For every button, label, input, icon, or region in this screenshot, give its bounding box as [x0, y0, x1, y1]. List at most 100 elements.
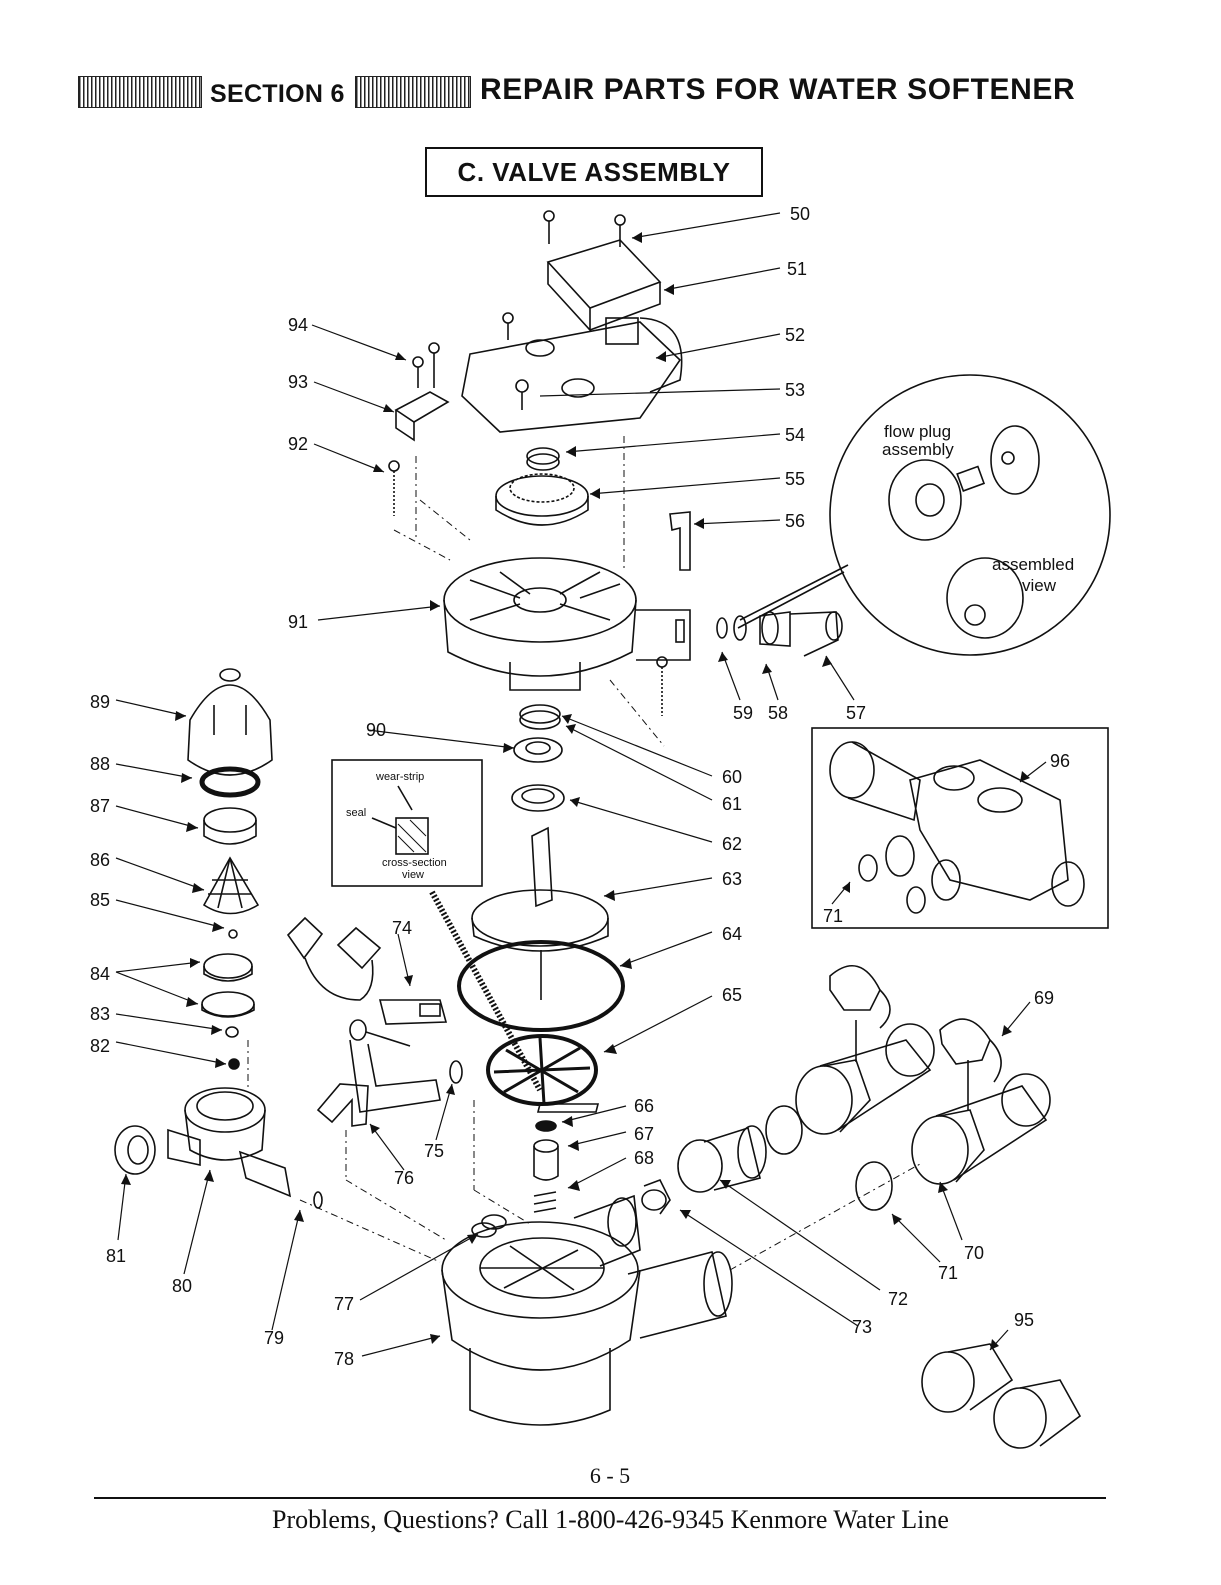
label-68: 68: [634, 1148, 654, 1168]
wear-strip-label: wear-strip: [375, 771, 424, 783]
label-50: 50: [790, 204, 810, 224]
label-75: 75: [424, 1141, 444, 1161]
screw-50: [543, 210, 626, 247]
label-85: 85: [90, 890, 110, 910]
label-60: 60: [722, 767, 742, 787]
o-ring-79: [313, 1191, 323, 1209]
leader-lines: [115, 212, 1047, 1357]
label-78: 78: [334, 1349, 354, 1369]
ball-85: [228, 929, 238, 939]
adapter-72: [677, 1125, 767, 1193]
harness-74: [286, 916, 448, 1113]
disc-84: [201, 953, 255, 1018]
cap-89: [187, 668, 273, 776]
seal-66: [535, 1120, 557, 1132]
bypass-valve-inset-96: [811, 727, 1109, 929]
page-number: 6 - 5: [589, 1463, 631, 1488]
assembled-view-2: view: [1022, 576, 1057, 595]
label-67: 67: [634, 1124, 654, 1144]
o-ring-71: [855, 1161, 893, 1211]
label-69: 69: [1034, 988, 1054, 1008]
label-51: 51: [787, 259, 807, 279]
bypass-tube-70: [911, 1060, 1051, 1185]
flow-plug-title-2: assembly: [882, 440, 954, 459]
check-valve-73: [641, 1178, 671, 1215]
label-88: 88: [90, 754, 110, 774]
section-header: SECTION 6 REPAIR PARTS FOR WATER SOFTENE…: [78, 70, 1118, 116]
label-90: 90: [366, 720, 386, 740]
label-83: 83: [90, 1004, 110, 1024]
ring-62: [511, 784, 565, 812]
nozzle-83: [225, 1026, 239, 1038]
screw-92: [388, 460, 400, 516]
valve-body-78: [441, 1194, 733, 1426]
label-79: 79: [264, 1328, 284, 1348]
seal-60: [519, 704, 561, 730]
clip-69-top: [829, 965, 891, 1029]
label-54: 54: [785, 425, 805, 445]
label-76: 76: [394, 1168, 414, 1188]
motor-51: [546, 239, 683, 393]
part-number-labels: 50 51 52 53 54 55 56 57 58 59 60 61 62 6…: [90, 204, 1070, 1369]
cross-section-label-1: cross-section: [382, 857, 447, 869]
spring-68: [533, 1191, 557, 1213]
valve-body-91: [443, 557, 691, 691]
label-66: 66: [634, 1096, 654, 1116]
label-95: 95: [1014, 1310, 1034, 1330]
label-84: 84: [90, 964, 110, 984]
bearing-54: [526, 447, 560, 471]
clip-56: [669, 511, 691, 571]
flow-plug-title-1: flow plug: [884, 422, 951, 441]
label-64: 64: [722, 924, 742, 944]
header-hatch-right: [355, 76, 471, 108]
page-title: REPAIR PARTS FOR WATER SOFTENER: [480, 73, 1076, 106]
label-86: 86: [90, 850, 110, 870]
injector-body-80: [167, 1087, 292, 1198]
o-ring-71-top: [765, 1105, 803, 1155]
sleeve-67: [533, 1139, 559, 1181]
exploded-parts-diagram: 50 51 52 53 54 55 56 57 58 59 60 61 62 6…: [90, 204, 1111, 1449]
screw-53: [515, 379, 529, 410]
header-hatch-left: [78, 76, 202, 108]
clip-69: [939, 1018, 1002, 1083]
footer-helpline: Problems, Questions? Call 1-800-426-9345…: [272, 1505, 949, 1534]
label-93: 93: [288, 372, 308, 392]
label-87: 87: [90, 796, 110, 816]
section-label: SECTION 6: [210, 80, 345, 108]
label-74: 74: [392, 918, 412, 938]
switch-93: [394, 342, 450, 442]
label-91: 91: [288, 612, 308, 632]
retainer-87: [203, 807, 257, 845]
label-58: 58: [768, 703, 788, 723]
assembled-view-1: assembled: [992, 555, 1074, 574]
piston-63: [471, 826, 609, 952]
nut-81: [114, 1125, 156, 1175]
seal-label: seal: [346, 807, 366, 819]
adapters-95: [921, 1343, 1082, 1449]
label-71-inset: 71: [823, 906, 843, 926]
o-ring-88: [199, 766, 261, 798]
o-rings-77: [471, 1214, 507, 1238]
label-56: 56: [785, 511, 805, 531]
spacer-65: [486, 1034, 600, 1113]
label-96: 96: [1050, 751, 1070, 771]
footer-rule: [94, 1497, 1106, 1499]
label-57: 57: [846, 703, 866, 723]
label-80: 80: [172, 1276, 192, 1296]
clip-76: [316, 1083, 369, 1127]
label-71: 71: [938, 1263, 958, 1283]
o-ring-75: [449, 1060, 463, 1084]
screw-body: [656, 656, 668, 716]
label-53: 53: [785, 380, 805, 400]
label-73: 73: [852, 1317, 872, 1337]
plate-52: [461, 312, 682, 433]
label-94: 94: [288, 315, 308, 335]
assembly-centerlines: [247, 436, 921, 1271]
label-72: 72: [888, 1289, 908, 1309]
flow-plug-fitting-57: [716, 611, 843, 657]
label-63: 63: [722, 869, 742, 889]
arrowheads: [121, 232, 1030, 1350]
label-62: 62: [722, 834, 742, 854]
label-52: 52: [785, 325, 805, 345]
label-89: 89: [90, 692, 110, 712]
